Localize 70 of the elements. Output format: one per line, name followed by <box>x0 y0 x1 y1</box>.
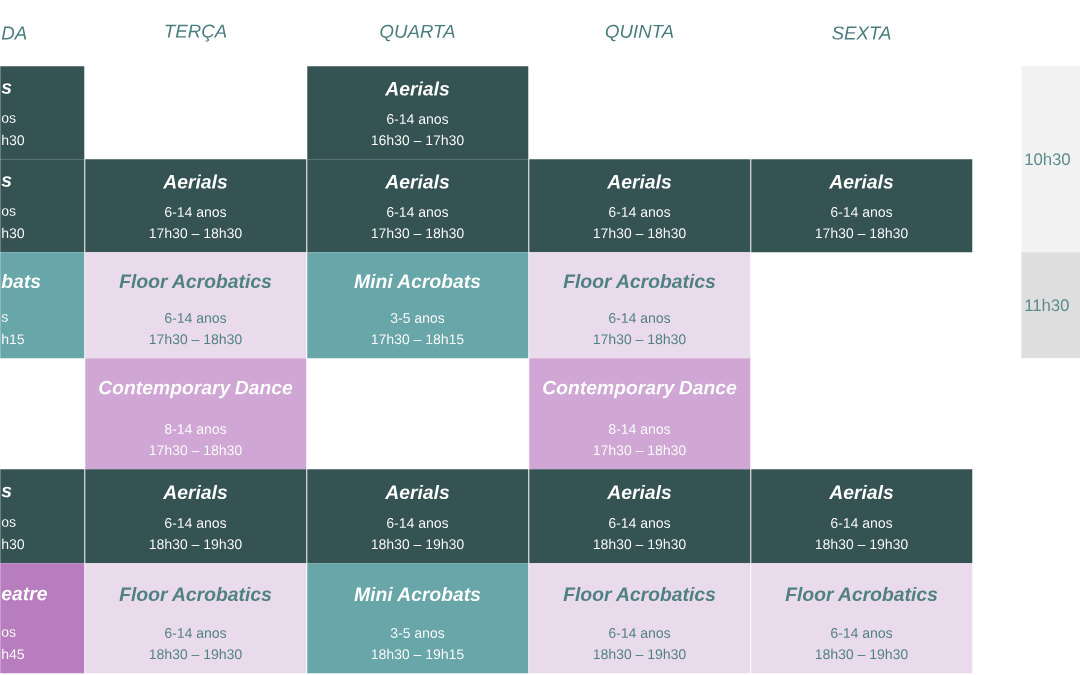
node-label: s <box>1 176 12 187</box>
class-cell: s os h30 <box>0 159 85 253</box>
node-label: h30 <box>2 538 25 550</box>
node-label: s <box>1 83 12 94</box>
node-label: s <box>1 486 12 498</box>
class-cell: eatre os h45 <box>0 563 85 674</box>
node-label: 6-14 anos <box>387 518 449 528</box>
class-cell: Floor Acrobatics 6-14 anos 18h30 – 19h30 <box>751 563 973 674</box>
class-cell: Aerials 6-14 anos 18h30 – 19h30 <box>751 469 973 564</box>
node-label: os <box>1 115 16 123</box>
class-cell: Floor Acrobatics 6-14 anos 18h30 – 19h30 <box>85 563 307 674</box>
node-label: os <box>1 208 16 216</box>
node-label: 18h30 – 19h30 <box>815 648 908 660</box>
class-cell: Floor Acrobatics 6-14 anos 17h30 – 18h30 <box>85 252 307 359</box>
class-cell: Aerials 6-14 anos 17h30 – 18h30 <box>307 159 529 253</box>
node-label: 6-14 anos <box>609 628 671 638</box>
node-label: Aerials <box>162 174 228 189</box>
node-label: Floor Acrobatics <box>785 586 938 602</box>
node-label: Aerials <box>606 174 672 189</box>
node-label: Aerials <box>828 174 894 189</box>
node-label: Aerials <box>384 81 450 96</box>
time-cell: 10h30 <box>1021 66 1080 253</box>
node-label: 6-14 anos <box>831 518 893 528</box>
node-label: 6-14 anos <box>609 207 671 217</box>
class-cell: Aerials 6-14 anos 18h30 – 19h30 <box>529 469 751 564</box>
node-label: 18h30 – 19h30 <box>593 648 686 660</box>
class-cell: Aerials 6-14 anos 18h30 – 19h30 <box>307 469 529 564</box>
class-cell: s os h30 <box>0 66 85 160</box>
node-label: 18h30 – 19h30 <box>149 538 242 550</box>
node-label: os <box>1 519 16 527</box>
class-cell: Contemporary Dance 8-14 anos 17h30 – 18h30 <box>85 358 307 470</box>
node-label: 18h30 – 19h30 <box>371 538 464 550</box>
node-label: 18h30 – 19h30 <box>593 538 686 550</box>
node-label: 17h30 – 18h30 <box>149 227 242 239</box>
class-cell: Contemporary Dance 8-14 anos 17h30 – 18h30 <box>529 358 751 470</box>
node-label: 6-14 anos <box>831 628 893 638</box>
node-label: 16h30 – 17h30 <box>371 134 464 146</box>
class-cell: Mini Acrobats 3-5 anos 17h30 – 18h15 <box>307 252 529 359</box>
node-label: 18h30 – 19h30 <box>815 538 908 550</box>
node-label: 6-14 anos <box>387 114 449 124</box>
node-label: 17h30 – 18h30 <box>593 227 686 239</box>
class-cell: Aerials 6-14 anos 16h30 – 17h30 <box>307 66 529 160</box>
class-cell: Aerials 6-14 anos 17h30 – 18h30 <box>529 159 751 253</box>
node-label: 6-14 anos <box>831 207 893 217</box>
node-label: 6-14 anos <box>165 207 227 217</box>
class-cell: Floor Acrobatics 6-14 anos 17h30 – 18h30 <box>529 252 751 359</box>
time-cell: 11h30 <box>1021 252 1080 359</box>
day-heading: QUARTA <box>380 24 455 42</box>
day-heading: TERÇA <box>165 24 227 42</box>
node-label: 17h30 – 18h30 <box>815 227 908 239</box>
node-label: h30 <box>2 134 25 146</box>
day-heading: SEXTA <box>832 26 891 40</box>
day-heading: QUINTA <box>605 24 674 42</box>
node-label: h30 <box>2 227 25 239</box>
node-label: Aerials <box>384 174 450 189</box>
node-label: Aerials <box>162 484 228 500</box>
node-label: 17h30 – 18h30 <box>371 227 464 239</box>
class-cell: bats s h15 <box>0 252 85 359</box>
node-label: 6-14 anos <box>609 518 671 528</box>
day-heading: DA <box>1 26 27 40</box>
class-cell: Aerials 6-14 anos 17h30 – 18h30 <box>751 159 973 253</box>
node-label: Aerials <box>384 484 450 500</box>
node-label: Aerials <box>828 484 894 500</box>
class-cell: Mini Acrobats 3-5 anos 18h30 – 19h15 <box>307 563 529 674</box>
node-label: Floor Acrobatics <box>563 586 716 602</box>
class-cell: Floor Acrobatics 6-14 anos 18h30 – 19h30 <box>529 563 751 674</box>
node-label: 6-14 anos <box>387 207 449 217</box>
node-label: Aerials <box>606 484 672 500</box>
class-cell: s os h30 <box>0 469 85 564</box>
node-label: 6-14 anos <box>165 518 227 528</box>
